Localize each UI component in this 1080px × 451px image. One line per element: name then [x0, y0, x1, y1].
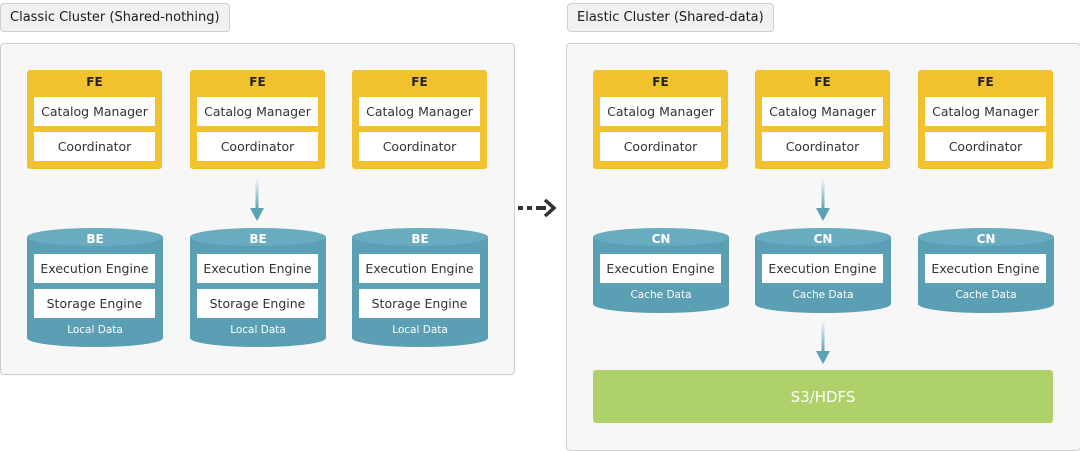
classic-fe-node: FE Catalog Manager Coordinator: [27, 70, 162, 169]
execution-engine: Execution Engine: [762, 254, 883, 283]
fe-header: FE: [249, 75, 266, 89]
execution-engine: Execution Engine: [34, 254, 155, 283]
cn-header: CN: [651, 232, 671, 246]
catalog-manager: Catalog Manager: [197, 97, 318, 126]
fe-header: FE: [814, 75, 831, 89]
classic-fe-node: FE Catalog Manager Coordinator: [352, 70, 487, 169]
catalog-manager: Catalog Manager: [600, 97, 721, 126]
storage-engine: Storage Engine: [34, 289, 155, 318]
elastic-cn-node: CN Execution Engine Cache Data: [918, 228, 1054, 314]
coordinator: Coordinator: [762, 132, 883, 161]
elastic-cn-node: CN Execution Engine Cache Data: [593, 228, 729, 314]
execution-engine: Execution Engine: [925, 254, 1046, 283]
elastic-fe-node: FE Catalog Manager Coordinator: [918, 70, 1053, 169]
classic-fe-node: FE Catalog Manager Coordinator: [190, 70, 325, 169]
elastic-cn-node: CN Execution Engine Cache Data: [755, 228, 891, 314]
elastic-fe-node: FE Catalog Manager Coordinator: [755, 70, 890, 169]
cn-header: CN: [813, 232, 833, 246]
fe-header: FE: [652, 75, 669, 89]
classic-be-node: BE Execution Engine Storage Engine Local…: [27, 228, 163, 348]
local-data-label: Local Data: [230, 324, 286, 336]
down-arrow-icon: [816, 320, 830, 364]
local-data-label: Local Data: [67, 324, 123, 336]
be-header: BE: [249, 232, 267, 246]
catalog-manager: Catalog Manager: [34, 97, 155, 126]
fe-header: FE: [977, 75, 994, 89]
fe-header: FE: [411, 75, 428, 89]
local-data-label: Local Data: [392, 324, 448, 336]
coordinator: Coordinator: [197, 132, 318, 161]
be-header: BE: [86, 232, 104, 246]
cache-data-label: Cache Data: [955, 289, 1017, 301]
elastic-fe-node: FE Catalog Manager Coordinator: [593, 70, 728, 169]
cn-header: CN: [976, 232, 996, 246]
catalog-manager: Catalog Manager: [925, 97, 1046, 126]
down-arrow-icon: [816, 178, 830, 221]
execution-engine: Execution Engine: [600, 254, 721, 283]
catalog-manager: Catalog Manager: [762, 97, 883, 126]
execution-engine: Execution Engine: [197, 254, 318, 283]
classic-cluster-title: Classic Cluster (Shared-nothing): [0, 3, 230, 32]
catalog-manager: Catalog Manager: [359, 97, 480, 126]
storage-engine: Storage Engine: [359, 289, 480, 318]
storage-engine: Storage Engine: [197, 289, 318, 318]
down-arrow-icon: [250, 178, 264, 221]
shared-storage-s3-hdfs: S3/HDFS: [593, 370, 1053, 423]
coordinator: Coordinator: [34, 132, 155, 161]
classic-be-node: BE Execution Engine Storage Engine Local…: [190, 228, 326, 348]
execution-engine: Execution Engine: [359, 254, 480, 283]
classic-be-node: BE Execution Engine Storage Engine Local…: [352, 228, 488, 348]
cache-data-label: Cache Data: [792, 289, 854, 301]
transition-arrow-icon: [518, 199, 557, 217]
be-header: BE: [411, 232, 429, 246]
cache-data-label: Cache Data: [630, 289, 692, 301]
coordinator: Coordinator: [600, 132, 721, 161]
coordinator: Coordinator: [925, 132, 1046, 161]
elastic-cluster-title: Elastic Cluster (Shared-data): [567, 3, 774, 32]
coordinator: Coordinator: [359, 132, 480, 161]
fe-header: FE: [86, 75, 103, 89]
